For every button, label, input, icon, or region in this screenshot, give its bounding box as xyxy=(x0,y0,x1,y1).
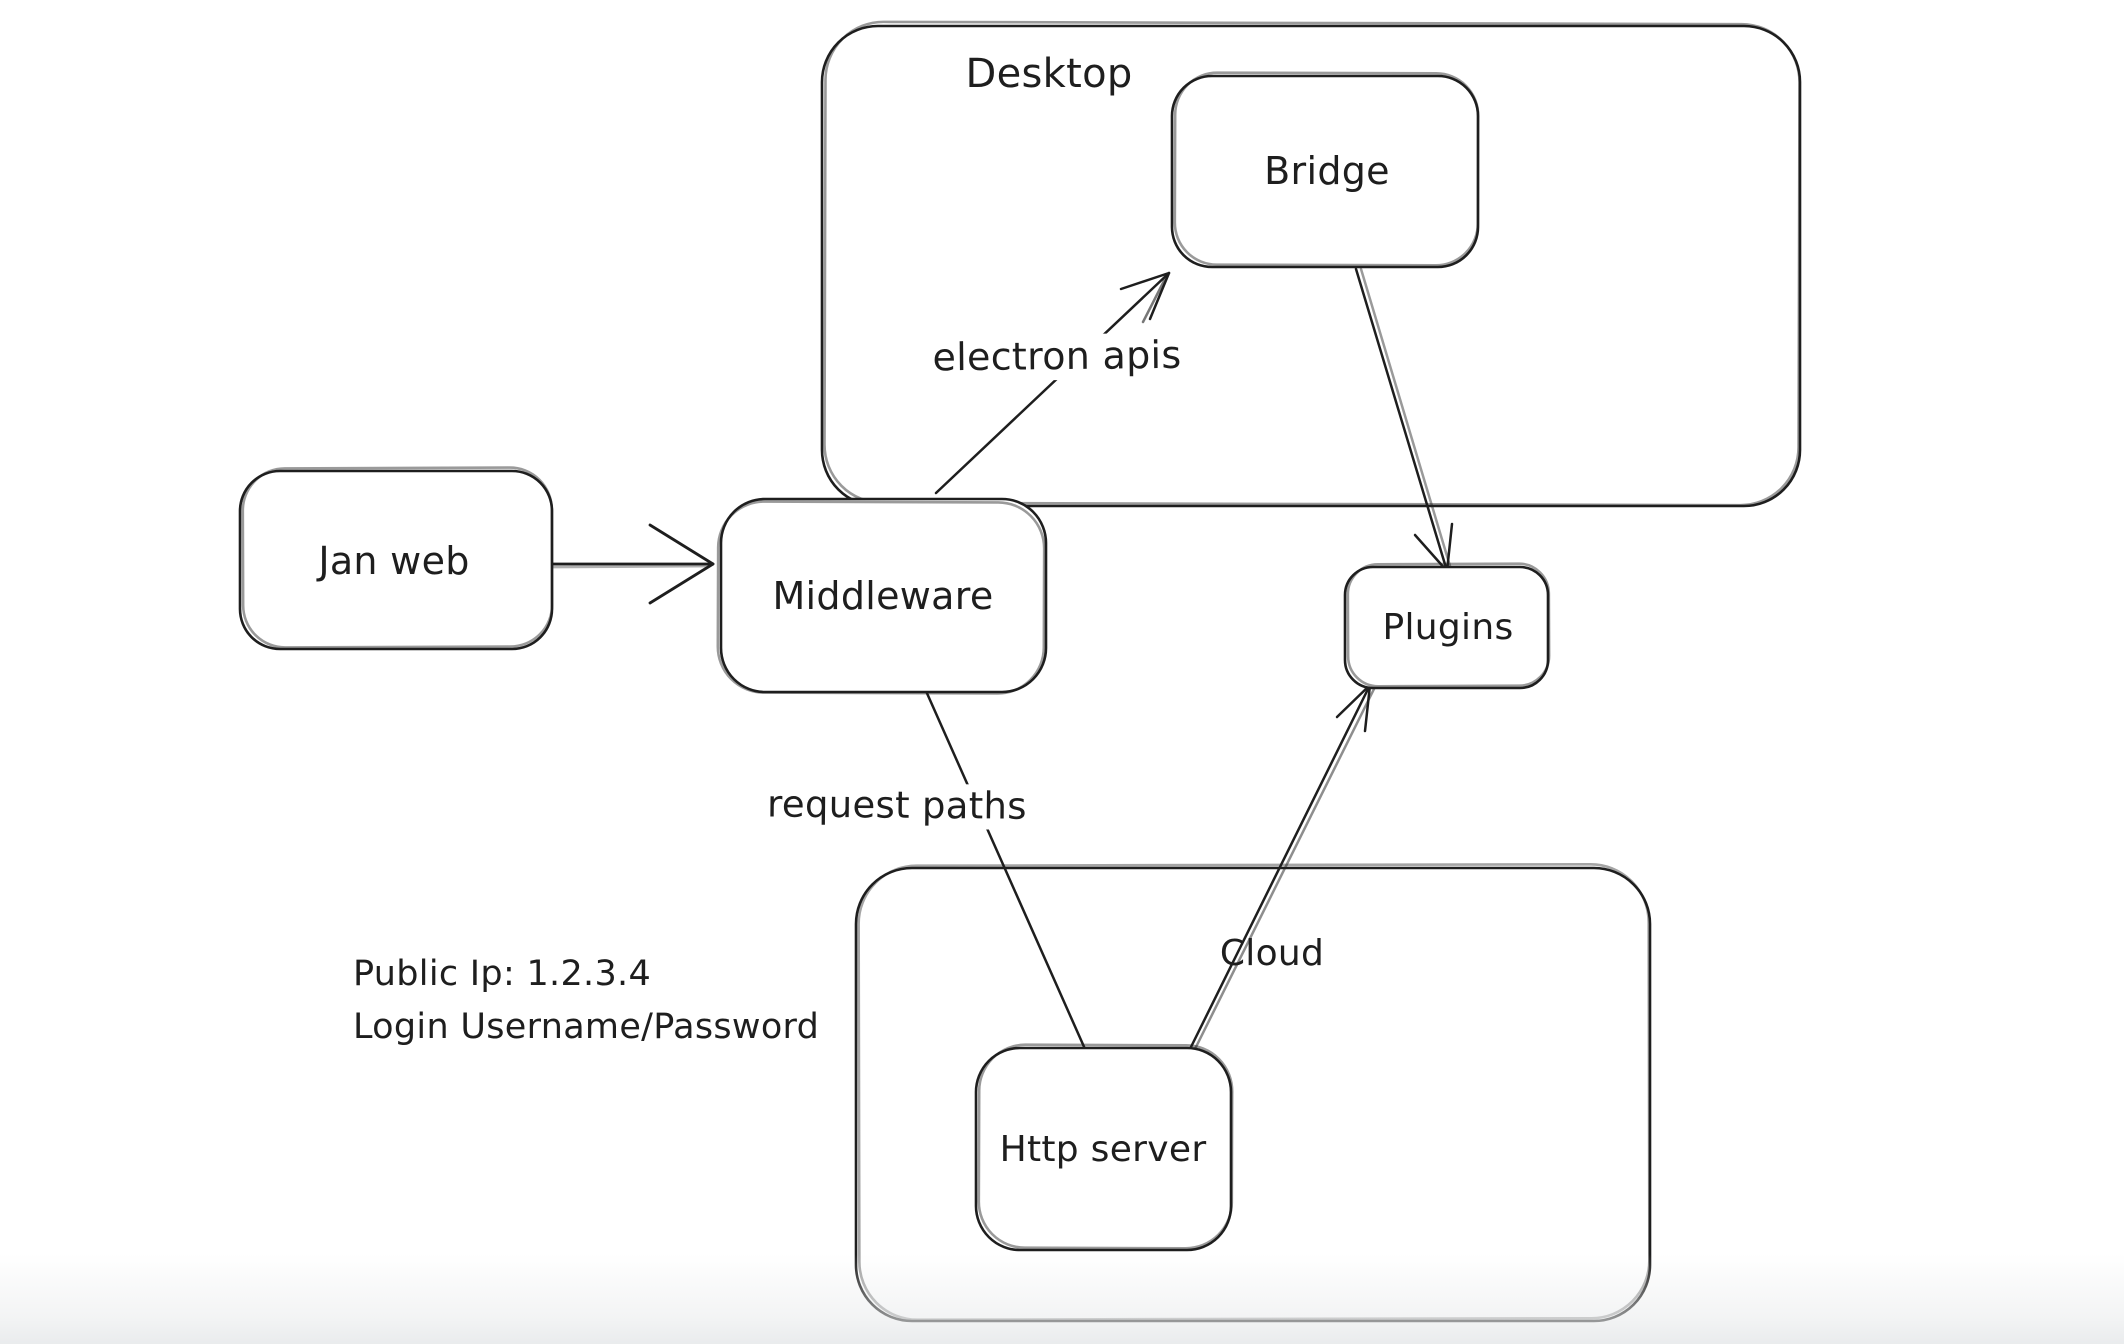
janweb-node-label: Jan web xyxy=(318,539,470,584)
arrowhead-into-bridge xyxy=(1119,271,1171,321)
janweb-node-box xyxy=(238,466,554,651)
desktop-container-label: Desktop xyxy=(965,51,1133,97)
plugins-node-label: Plugins xyxy=(1382,607,1514,649)
credentials-note: Public Ip: 1.2.3.4 Login Username/Passwo… xyxy=(353,948,819,1053)
httpserver-node-label: Http server xyxy=(999,1129,1207,1171)
request-paths-edge-label: request paths xyxy=(756,782,1038,830)
bridge-node-label: Bridge xyxy=(1264,149,1390,194)
bridge-node-box xyxy=(1170,71,1480,269)
edge-janweb-to-middleware xyxy=(550,523,715,605)
httpserver-node-box xyxy=(974,1043,1234,1252)
middleware-node-label: Middleware xyxy=(772,574,994,619)
electron-apis-edge-label: electron apis xyxy=(922,332,1192,382)
middleware-node-box xyxy=(716,497,1048,695)
edge-middleware-to-httpserver xyxy=(924,689,1087,1051)
arrowhead-into-middleware xyxy=(648,523,715,605)
plugins-node-box xyxy=(1343,562,1551,690)
public-ip-text: Public Ip: 1.2.3.4 xyxy=(353,954,652,994)
cloud-container-label: Cloud xyxy=(1219,933,1325,975)
edge-middleware-to-bridge xyxy=(934,271,1171,495)
login-text: Login Username/Password xyxy=(353,1006,820,1047)
